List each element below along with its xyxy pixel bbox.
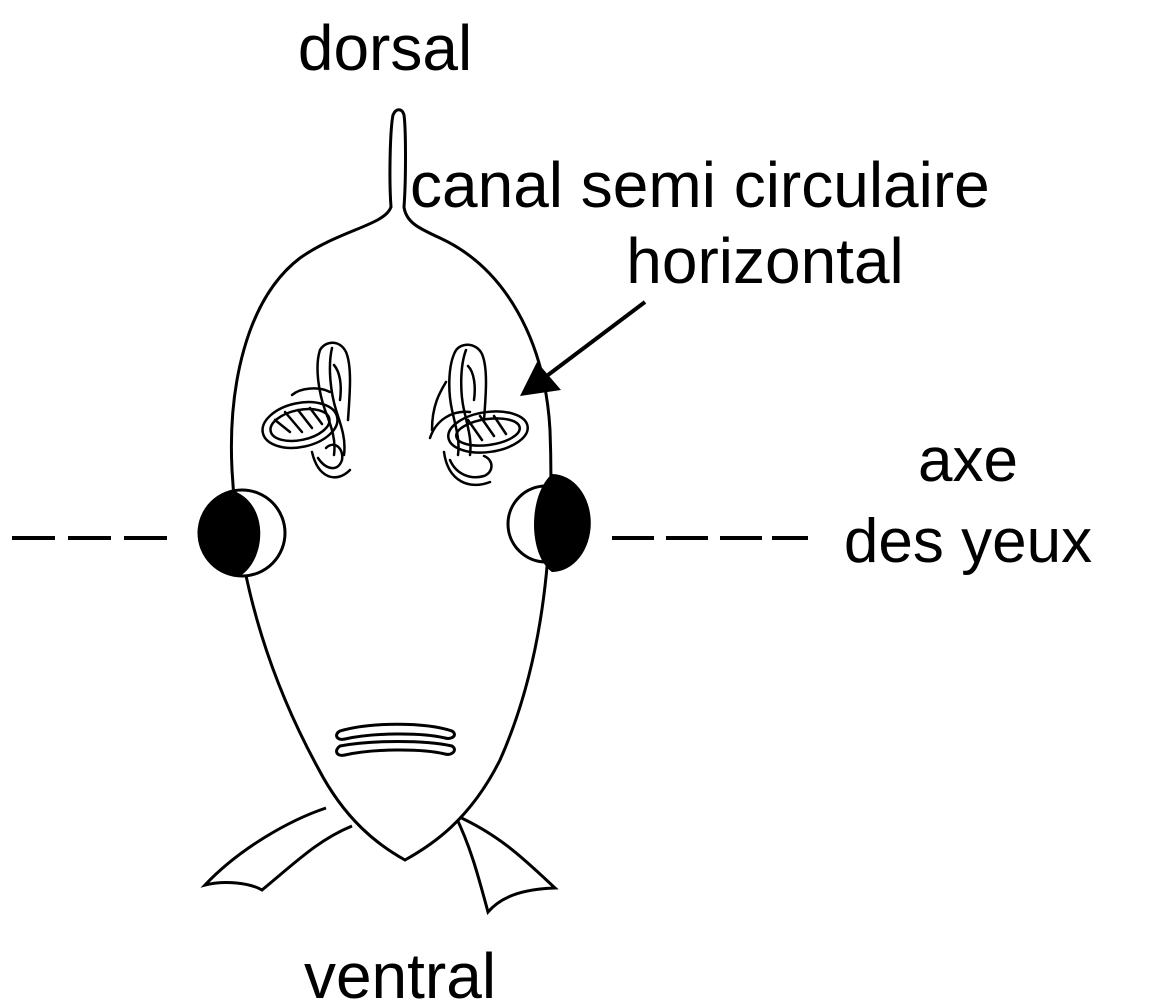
fish-body-outline — [231, 110, 550, 860]
dorsal-label: dorsal — [298, 12, 472, 84]
canal-label-line2: horizontal — [626, 225, 904, 297]
canal-pointer-arrow — [520, 302, 645, 396]
ventral-label: ventral — [304, 940, 496, 1007]
left-eye — [199, 490, 285, 576]
canal-label-line1: canal semi circulaire — [410, 149, 990, 221]
eye-axis-label-line1: axe — [918, 426, 1018, 495]
right-pelvic-fin — [455, 815, 555, 912]
left-pelvic-fin — [205, 808, 352, 890]
eye-axis-label-line2: des yeux — [844, 507, 1092, 576]
